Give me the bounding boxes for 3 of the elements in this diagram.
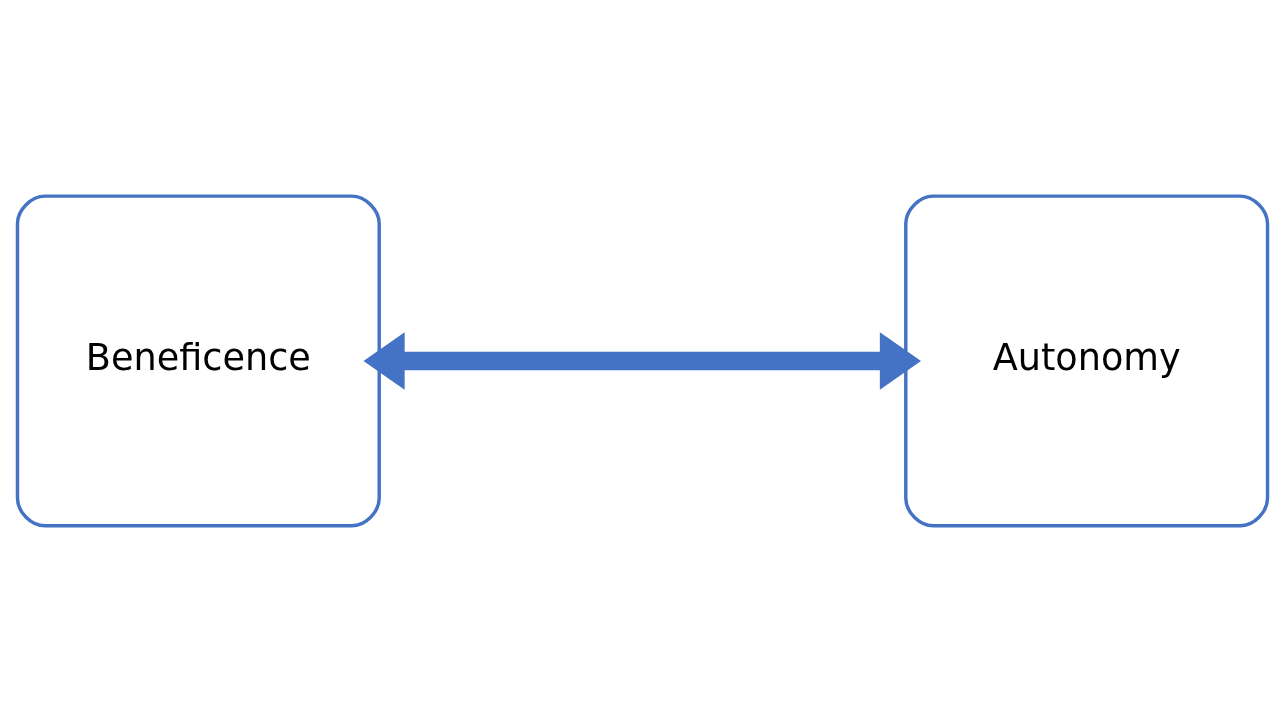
node-box: Autonomy <box>904 193 1270 528</box>
node-box: Beneficence <box>15 193 381 528</box>
arrow <box>363 331 921 390</box>
